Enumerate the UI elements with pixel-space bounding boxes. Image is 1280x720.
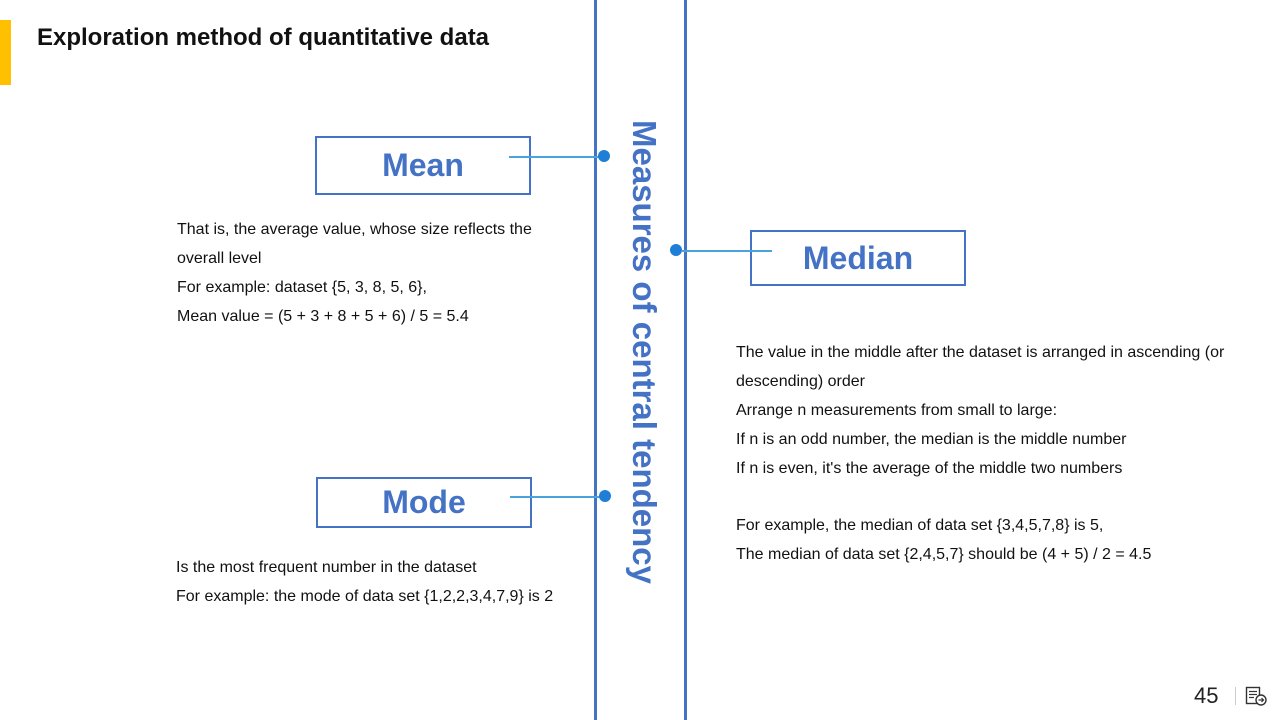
mean-connector-dot [598, 150, 610, 162]
page-number: 45 [1194, 683, 1219, 708]
mode-connector-line [510, 496, 604, 498]
footer-divider [1235, 687, 1236, 705]
mode-line-2: For example: the mode of data set {1,2,2… [176, 588, 554, 605]
mean-label: Mean [382, 147, 464, 183]
median-connector-dot [670, 244, 682, 256]
left-vertical-divider [594, 0, 597, 720]
mode-label: Mode [382, 484, 466, 520]
median-line-3: If n is an odd number, the median is the… [736, 431, 1127, 448]
right-vertical-divider [684, 0, 687, 720]
mode-line-1: Is the most frequent number in the datas… [176, 559, 477, 576]
slide-title: Exploration method of quantitative data [37, 24, 490, 51]
mean-line-1: That is, the average value, whose size r… [177, 221, 532, 267]
median-label-box: Median [750, 230, 966, 286]
title-accent-bar [0, 20, 11, 85]
center-vertical-title: Measures of central tendency [626, 120, 663, 584]
median-line-2: Arrange n measurements from small to lar… [736, 402, 1058, 419]
mean-line-3: Mean value = (5 + 3 + 8 + 5 + 6) / 5 = 5… [177, 308, 469, 325]
mean-line-2: For example: dataset {5, 3, 8, 5, 6}, [177, 279, 427, 296]
median-line-4: If n is even, it's the average of the mi… [736, 460, 1123, 477]
median-label: Median [802, 239, 914, 276]
median-line-6: The median of data set {2,4,5,7} should … [736, 546, 1152, 563]
mode-label-box: Mode [316, 477, 532, 528]
mean-label-box: Mean [315, 136, 531, 195]
mean-description: That is, the average value, whose size r… [177, 215, 557, 331]
median-description: The value in the middle after the datase… [736, 338, 1256, 569]
median-line-1: The value in the middle after the datase… [736, 344, 1225, 390]
mode-description: Is the most frequent number in the datas… [176, 553, 556, 611]
notes-icon[interactable] [1245, 686, 1267, 706]
median-connector-line [682, 250, 772, 252]
mean-connector-line [509, 156, 603, 158]
median-line-5: For example, the median of data set {3,4… [736, 517, 1104, 534]
mode-connector-dot [599, 490, 611, 502]
